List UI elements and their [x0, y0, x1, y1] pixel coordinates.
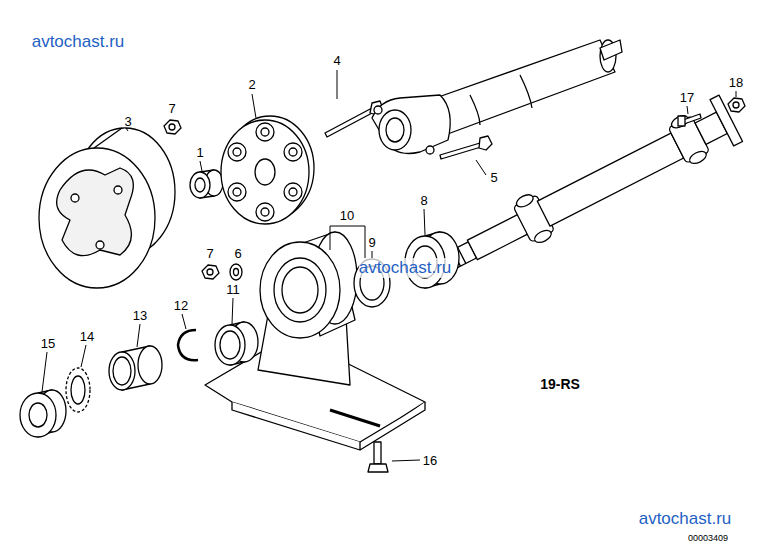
callout-number: 6	[233, 246, 242, 261]
callout-number: 3	[123, 114, 132, 129]
group-code: 19-RS	[540, 376, 580, 392]
sleeve	[109, 346, 162, 390]
callout-number: 14	[79, 329, 95, 344]
hex-nut	[202, 265, 219, 279]
watermark: avtochast.ru	[639, 509, 732, 529]
callout-number: 17	[679, 90, 695, 105]
callout-number: 4	[332, 53, 341, 68]
callout-number: 1	[195, 145, 204, 160]
coupling-housing	[39, 128, 175, 288]
callout-number: 7	[205, 246, 214, 261]
watermark: avtochast.ru	[32, 32, 125, 52]
bracket-bolt	[368, 442, 388, 472]
callout-number: 9	[367, 235, 376, 250]
watermark: avtochast.ru	[359, 258, 452, 278]
drawing-number: 00003409	[688, 533, 728, 543]
callout-number: 8	[419, 193, 428, 208]
callout-number: 2	[247, 77, 256, 92]
drive-shaft	[425, 95, 743, 291]
callout-number: 13	[132, 308, 148, 323]
callout-number: 12	[173, 298, 189, 313]
callout-number: 7	[167, 101, 176, 116]
seal	[20, 390, 66, 437]
callout-number: 5	[489, 170, 498, 185]
hex-nut	[728, 98, 745, 112]
callout-number: 10	[339, 208, 355, 223]
toothed-washer	[66, 368, 90, 412]
hex-nut	[164, 120, 181, 134]
flange-bolt	[678, 114, 701, 126]
callout-number: 11	[225, 282, 241, 297]
bushing	[190, 170, 223, 198]
washer	[230, 264, 242, 280]
leader-lines	[42, 70, 736, 461]
flex-disc	[221, 116, 314, 224]
callout-number: 16	[422, 453, 438, 468]
ring	[215, 322, 258, 365]
callout-number: 18	[728, 75, 744, 90]
circlip	[178, 330, 198, 360]
shaft-flange	[372, 40, 622, 154]
callout-number: 15	[40, 336, 56, 351]
